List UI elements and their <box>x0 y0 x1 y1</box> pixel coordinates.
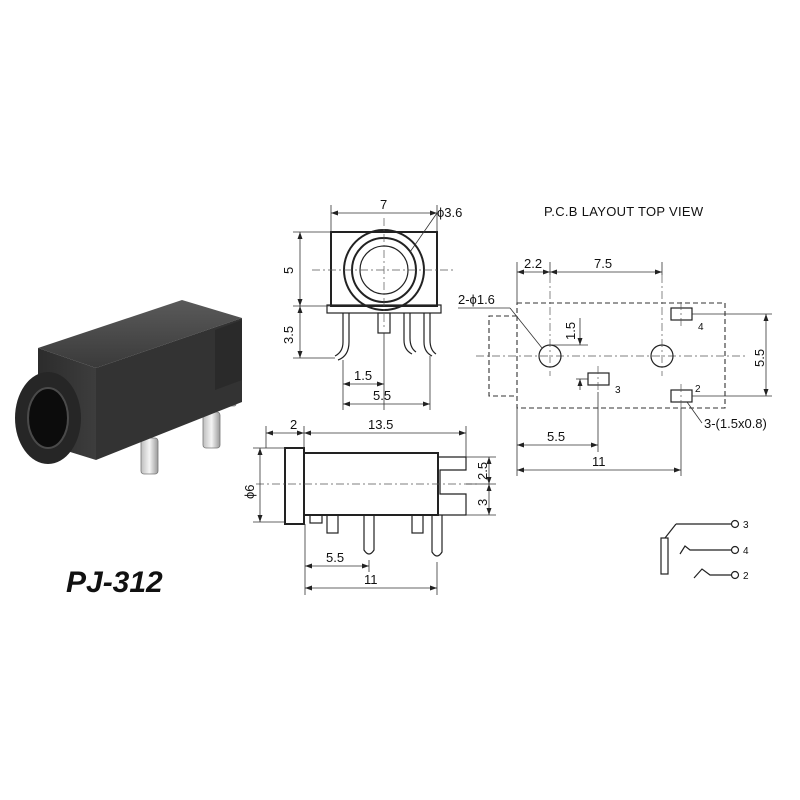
dim-side-pin-b: 11 <box>364 572 378 587</box>
dim-pcb-pad-x: 5.5 <box>547 429 565 444</box>
side-view-boss <box>309 514 323 524</box>
jack-product-image <box>15 300 242 475</box>
schematic-pin-4: 4 <box>743 546 749 557</box>
front-view: 7 ϕ3.6 5 3.5 1.5 5.5 <box>281 197 462 410</box>
dim-front-pin-span: 5.5 <box>373 388 391 403</box>
dim-pcb-total: 11 <box>592 454 606 469</box>
dim-front-height: 5 <box>281 267 296 274</box>
front-view-pin <box>334 313 344 357</box>
dim-side-bottom-offset: 3 <box>475 499 490 506</box>
schematic-terminal-3 <box>730 519 740 529</box>
pcb-pad-label-4: 4 <box>698 322 704 333</box>
dim-pcb-pads: 3-(1.5x0.8) <box>704 416 767 431</box>
dim-front-width: 7 <box>380 197 387 212</box>
side-view-tail <box>438 456 467 516</box>
schematic-terminal-2 <box>730 570 740 580</box>
part-number: PJ-312 <box>66 566 163 599</box>
schematic-pin-2: 2 <box>743 571 749 582</box>
side-view-pin <box>326 514 339 534</box>
side-view-pin <box>431 515 443 557</box>
jack-opening-rim <box>27 387 69 449</box>
schematic-terminal-4 <box>730 545 740 555</box>
pcb-pad-4 <box>670 307 693 321</box>
dim-front-pin-height: 3.5 <box>281 326 296 344</box>
metal-pin <box>140 437 159 475</box>
front-view-pin <box>423 313 433 357</box>
pcb-pad-3 <box>587 372 610 386</box>
metal-pin <box>202 411 221 449</box>
dim-pcb-hole-offset: 1.5 <box>563 322 578 340</box>
jack-body-top <box>38 300 242 368</box>
pin-schematic: 3 4 2 <box>660 519 749 582</box>
front-view-pin <box>403 313 413 355</box>
schematic-plug <box>660 537 669 575</box>
jack-notch <box>215 320 242 390</box>
jack-body-side <box>96 318 242 460</box>
dim-pcb-span: 7.5 <box>594 256 612 271</box>
dim-front-hole: ϕ3.6 <box>437 205 462 220</box>
side-view-flange <box>284 447 305 525</box>
dim-pcb-height: 5.5 <box>752 349 767 367</box>
dim-front-pin-offset: 1.5 <box>354 368 372 383</box>
jack-opening <box>28 388 68 448</box>
dim-pcb-left: 2.2 <box>524 256 542 271</box>
side-view: 2 13.5 ϕ6 2.5 3 5.5 11 <box>242 417 496 595</box>
dim-side-top-offset: 2.5 <box>475 462 490 480</box>
dim-side-length: 13.5 <box>368 417 393 432</box>
dim-side-flange: 2 <box>290 417 297 432</box>
pcb-pad-2 <box>670 389 693 403</box>
dim-pcb-holes: 2-ϕ1.6 <box>458 292 495 307</box>
pcb-layout: P.C.B LAYOUT TOP VIEW 4 3 2 2.2 7.5 2-ϕ1… <box>458 204 772 476</box>
schematic-pin-3: 3 <box>743 520 749 531</box>
pcb-title: P.C.B LAYOUT TOP VIEW <box>544 204 704 219</box>
dim-side-diameter: ϕ6 <box>242 484 257 499</box>
pcb-outline <box>516 302 726 409</box>
side-view-pin <box>363 515 375 555</box>
pcb-pad-label-3: 3 <box>615 385 621 396</box>
dim-side-pin-a: 5.5 <box>326 550 344 565</box>
pcb-pad-label-2: 2 <box>695 384 701 395</box>
side-view-pin <box>411 514 424 534</box>
